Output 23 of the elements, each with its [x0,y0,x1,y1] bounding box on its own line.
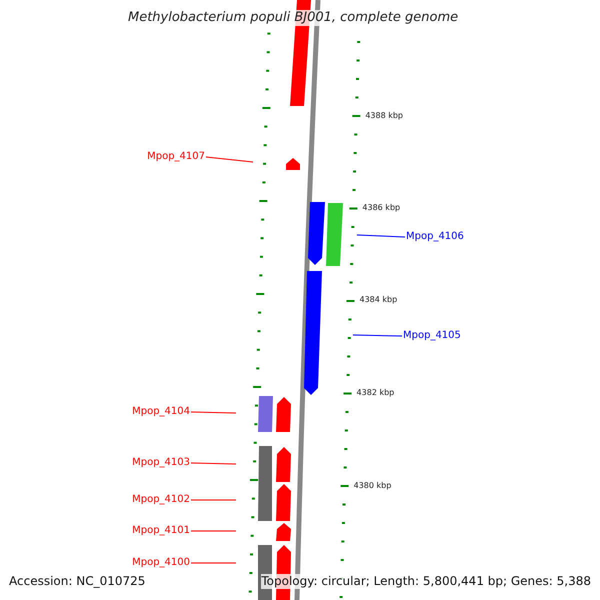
leader-line [206,156,254,162]
gene-label: Mpop_4103 [132,456,190,470]
gene-label: Mpop_4100 [132,556,190,570]
accession-text: Accession: NC_010725 [9,574,146,589]
gene-label: Mpop_4106 [406,230,464,244]
leader-line [190,530,236,532]
gene-label: Mpop_4104 [132,405,190,419]
leader-line [190,412,236,414]
leader-line [190,462,236,464]
scale-label: 4382 kbp [356,387,394,399]
scale-label: 4384 kbp [360,294,398,306]
scale-label: 4386 kbp [362,202,400,214]
scale-label: 4388 kbp [365,110,404,122]
gene-label: Mpop_4101 [132,524,190,538]
gene-label: Mpop_4102 [132,493,190,507]
genome-info-text: Topology: circular; Length: 5,800,441 bp; Genes: 5,388 [261,574,591,589]
leader-line [356,234,406,238]
scale-label: 4380 kbp [354,480,392,492]
gene-label: Mpop_4107 [147,150,205,164]
gene-label: Mpop_4105 [403,329,461,343]
chart-title: Methylobacterium populi BJ001, complete genome [128,10,458,26]
leader-line [352,334,402,336]
leader-line [190,562,236,564]
